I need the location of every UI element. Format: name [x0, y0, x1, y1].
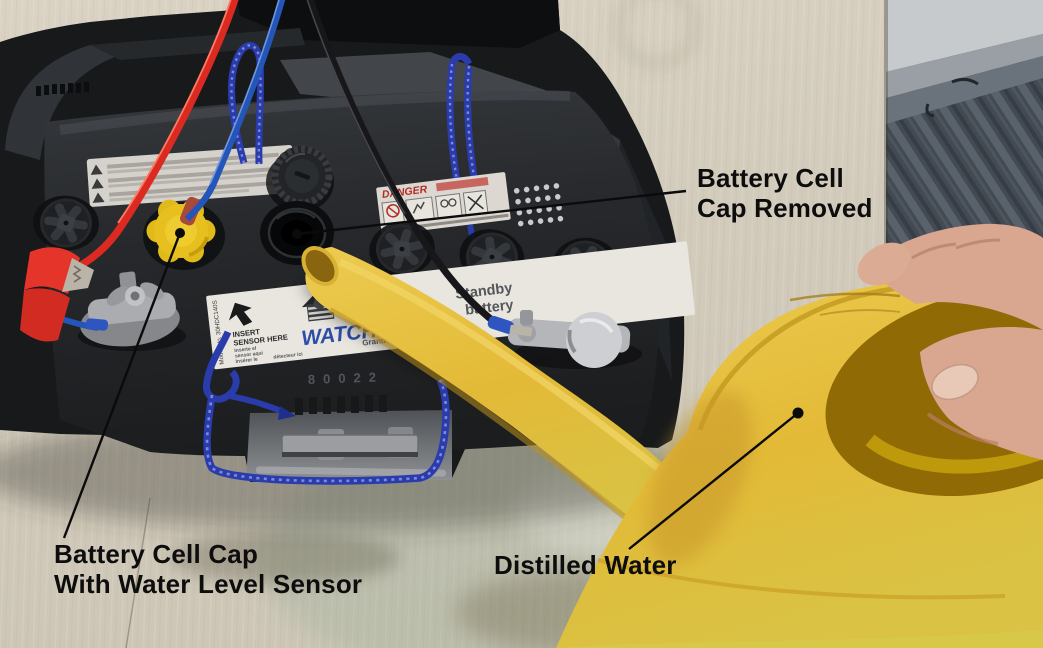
wingnut-wing — [106, 286, 130, 306]
can-left-shade — [647, 391, 753, 565]
table-ring-stain — [616, 0, 698, 67]
annotation-cap-removed-line1: Battery Cell — [697, 163, 844, 193]
annotation-sensor-cap-line1: Battery Cell Cap — [54, 539, 259, 569]
watering-can-spout — [301, 246, 712, 556]
red-wire — [66, 0, 239, 276]
wingnut-wing-2 — [140, 282, 164, 300]
callout-dot-cap-removed — [292, 229, 302, 239]
appliance-top-band-3 — [886, 56, 1043, 124]
callout-line-distilled — [628, 412, 799, 550]
callout-lines — [62, 189, 799, 550]
thumbnail — [931, 363, 979, 401]
handle-teeth — [295, 395, 387, 415]
annotation-sensor-cap: Battery Cell Cap With Water Level Sensor — [54, 539, 362, 599]
annotation-cap-removed: Battery Cell Cap Removed — [697, 163, 873, 223]
annotation-distilled-water: Distilled Water — [494, 550, 677, 580]
wire-lug — [509, 324, 533, 337]
danger-pictograms — [381, 189, 489, 226]
table-seam — [125, 497, 151, 648]
can-bottom-tint — [560, 630, 1043, 648]
insert-es1: Inserte el — [234, 346, 257, 355]
callout-dots — [175, 228, 804, 419]
finger-crease — [911, 242, 957, 260]
blue-crimp — [85, 318, 109, 331]
blue-rope-handle-loop — [202, 330, 450, 485]
blue-wire — [184, 0, 286, 222]
spout-lower-shade — [328, 307, 650, 539]
spout-rim — [301, 246, 339, 286]
handle-bar — [281, 434, 419, 455]
can-body-ridge — [597, 558, 1006, 600]
insert-fr2: détecteur ici — [273, 351, 304, 360]
callout-dot-sensor-cap — [175, 228, 185, 238]
callout-line-sensor-cap — [62, 232, 182, 539]
handle-shadow — [170, 532, 400, 584]
appliance-wire-squiggle — [951, 77, 979, 86]
thumb-shade — [926, 412, 999, 446]
black-wire-crimp — [487, 315, 514, 334]
insert-line1: INSERT — [232, 327, 261, 339]
appliance-top-band — [886, 0, 1043, 72]
embossed-code: 80022 — [308, 369, 385, 387]
thumb — [920, 326, 1043, 460]
terminal-stud — [520, 310, 533, 325]
blue-rope-top-loop — [227, 42, 265, 165]
fingertip — [857, 242, 911, 286]
insert-arrow-icon — [228, 302, 253, 326]
black-wire — [306, 0, 533, 337]
watchdog-label-bg — [206, 241, 696, 370]
annotation-distilled-water-text: Distilled Water — [494, 550, 677, 580]
handle-bar-shadow — [282, 452, 418, 457]
can-scuff-mark — [789, 292, 901, 302]
appliance-wire-squiggle-2 — [925, 103, 935, 118]
danger-second-word — [435, 177, 489, 192]
handle-sill — [255, 466, 446, 477]
finger-crease-2 — [955, 238, 1001, 250]
hand — [857, 223, 1043, 460]
insert-fr1: Insérer le — [235, 357, 258, 366]
rope-tail-tip — [278, 406, 296, 420]
rim-serration — [36, 82, 89, 96]
callout-dot-distilled — [792, 407, 804, 419]
annotation-cap-removed-line2: Cap Removed — [697, 193, 873, 223]
clip-jaw — [62, 258, 94, 292]
can-scuff-mark-2 — [819, 309, 901, 316]
annotation-sensor-cap-line2: With Water Level Sensor — [54, 569, 363, 599]
box-top-rim — [90, 28, 305, 60]
vent-dots-grid — [513, 183, 564, 227]
callout-line-cap-removed — [296, 189, 687, 236]
spout-highlight — [338, 258, 663, 473]
box-left-rim — [5, 45, 120, 160]
insert-es2: sensor aquí — [235, 350, 264, 359]
appliance-top-band-2 — [886, 34, 1043, 98]
clip-teeth — [72, 265, 82, 283]
can-opening-glow — [865, 434, 1043, 474]
alligator-clip — [20, 247, 94, 342]
case-handle — [246, 395, 452, 481]
